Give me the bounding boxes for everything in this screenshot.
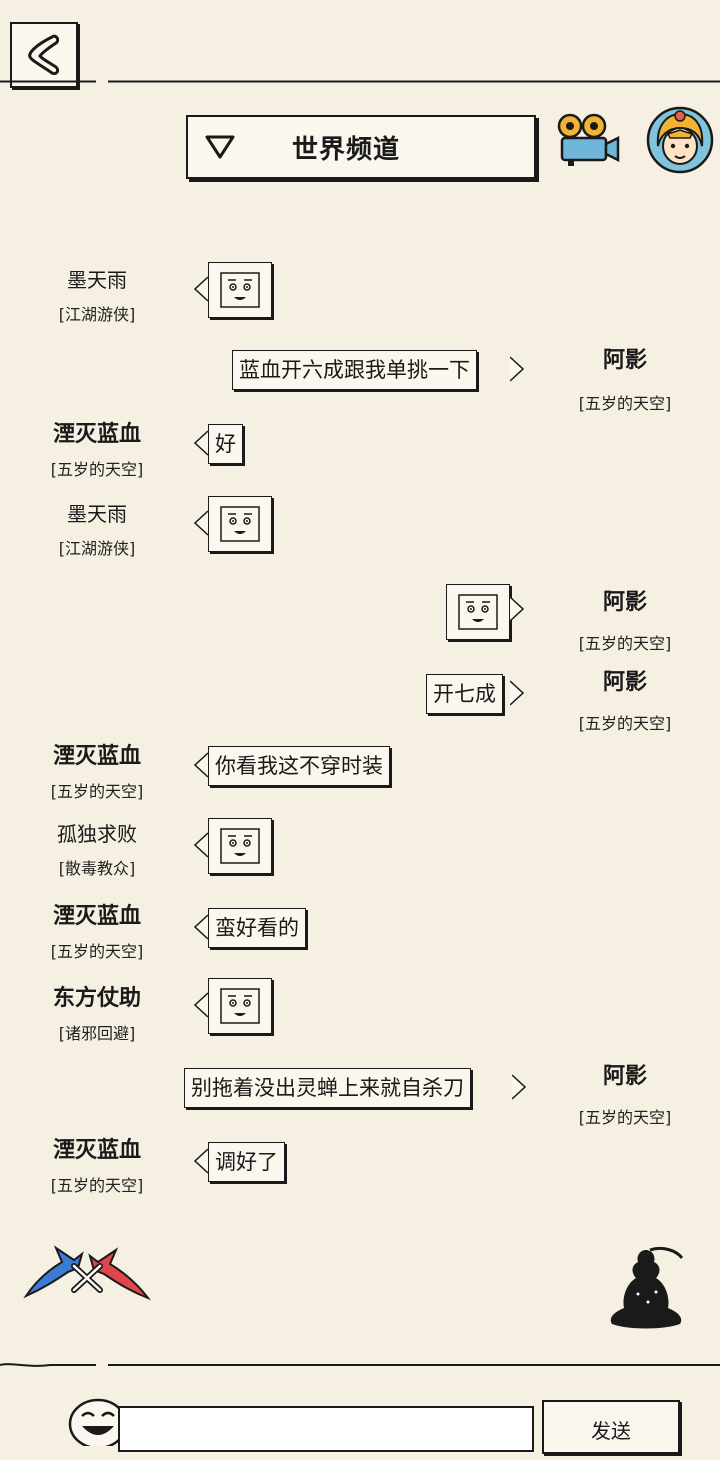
send-button[interactable]: 发送 [542, 1400, 680, 1454]
chat-input[interactable] [118, 1406, 534, 1452]
message-bubble[interactable]: 开七成 [426, 674, 503, 714]
bubble-tail [194, 1148, 208, 1174]
message-bubble[interactable]: 你看我这不穿时装 [208, 746, 390, 786]
bubble-tail [194, 914, 208, 940]
emoji-sticker[interactable] [208, 262, 272, 318]
sender-tag: [江湖游侠] [58, 539, 136, 558]
channel-selector[interactable]: 世界频道 [186, 115, 536, 179]
sender-tag: [五岁的天空] [578, 1108, 672, 1127]
sender-info: 墨天雨 [江湖游侠] [22, 498, 172, 559]
bubble-tail [194, 752, 208, 778]
back-arrow-icon [28, 34, 60, 75]
bubble-tail [194, 992, 208, 1018]
sender-name[interactable]: 阿影 [602, 348, 647, 373]
sender-info: 孤独求败 [散毒教众] [22, 818, 172, 879]
message-bubble[interactable]: 蛮好看的 [208, 908, 306, 948]
smiling-face-icon [458, 594, 498, 630]
message-bubble[interactable]: 好 [208, 424, 243, 464]
bubble-tail [510, 356, 524, 382]
sender-tag: [散毒教众] [58, 859, 136, 878]
smiling-face-icon [220, 988, 260, 1024]
sender-name[interactable]: 湮灭蓝血 [52, 1138, 141, 1163]
bubble-tail [194, 276, 208, 302]
header-divider [0, 80, 720, 83]
smiling-face-icon [220, 272, 260, 308]
bubble-tail [194, 430, 208, 456]
bubble-tail [510, 680, 524, 706]
bubble-tail [194, 510, 208, 536]
back-button[interactable] [10, 22, 78, 88]
sender-info: 阿影 [五岁的天空] [560, 664, 690, 734]
bubble-tail [510, 596, 524, 622]
sender-info: 湮灭蓝血 [五岁的天空] [22, 898, 172, 962]
message-bubble[interactable]: 别拖着没出灵蝉上来就自杀刀 [184, 1068, 471, 1108]
pvp-versus-icon[interactable] [22, 1238, 152, 1304]
sender-tag: [江湖游侠] [58, 305, 136, 324]
sender-name[interactable]: 阿影 [602, 1064, 647, 1089]
sender-tag: [五岁的天空] [50, 1176, 144, 1195]
smiling-face-icon [220, 828, 260, 864]
sender-name[interactable]: 墨天雨 [67, 268, 127, 292]
sender-info: 东方仗助 [诸邪回避] [22, 980, 172, 1044]
sender-name[interactable]: 墨天雨 [67, 502, 127, 526]
sender-tag: [五岁的天空] [50, 942, 144, 961]
sender-tag: [五岁的天空] [50, 460, 144, 479]
sender-tag: [五岁的天空] [578, 714, 672, 733]
sender-name[interactable]: 阿影 [602, 590, 647, 615]
channel-title: 世界频道 [292, 134, 401, 165]
sender-name[interactable]: 湮灭蓝血 [52, 422, 141, 447]
sender-name[interactable]: 东方仗助 [52, 986, 141, 1011]
sender-name[interactable]: 阿影 [602, 670, 647, 695]
dropdown-triangle-icon [205, 135, 235, 159]
sender-name[interactable]: 湮灭蓝血 [52, 744, 141, 769]
sender-tag: [五岁的天空] [578, 394, 672, 413]
sender-info: 湮灭蓝血 [五岁的天空] [22, 738, 172, 802]
sender-name[interactable]: 湮灭蓝血 [52, 904, 141, 929]
sender-name[interactable]: 孤独求败 [57, 822, 137, 846]
meditation-figure-icon[interactable] [604, 1244, 688, 1330]
sender-info: 墨天雨 [江湖游侠] [22, 264, 172, 325]
bubble-tail [194, 832, 208, 858]
bubble-tail [512, 1074, 526, 1100]
sender-info: 湮灭蓝血 [五岁的天空] [22, 416, 172, 480]
sender-info: 阿影 [五岁的天空] [560, 584, 690, 654]
emoji-sticker[interactable] [208, 818, 272, 874]
sender-info: 湮灭蓝血 [五岁的天空] [22, 1132, 172, 1196]
footer-divider [0, 1363, 720, 1367]
video-camera-icon[interactable] [554, 112, 622, 168]
sender-info: 阿影 [五岁的天空] [560, 1058, 690, 1128]
user-avatar[interactable] [646, 106, 714, 174]
sender-info: 阿影 [五岁的天空] [560, 342, 690, 414]
emoji-sticker[interactable] [446, 584, 510, 640]
sender-tag: [诸邪回避] [58, 1024, 136, 1043]
message-bubble[interactable]: 蓝血开六成跟我单挑一下 [232, 350, 477, 390]
sender-tag: [五岁的天空] [50, 782, 144, 801]
emoji-sticker[interactable] [208, 496, 272, 552]
message-bubble[interactable]: 调好了 [208, 1142, 285, 1182]
sender-tag: [五岁的天空] [578, 634, 672, 653]
smiling-face-icon [220, 506, 260, 542]
emoji-sticker[interactable] [208, 978, 272, 1034]
